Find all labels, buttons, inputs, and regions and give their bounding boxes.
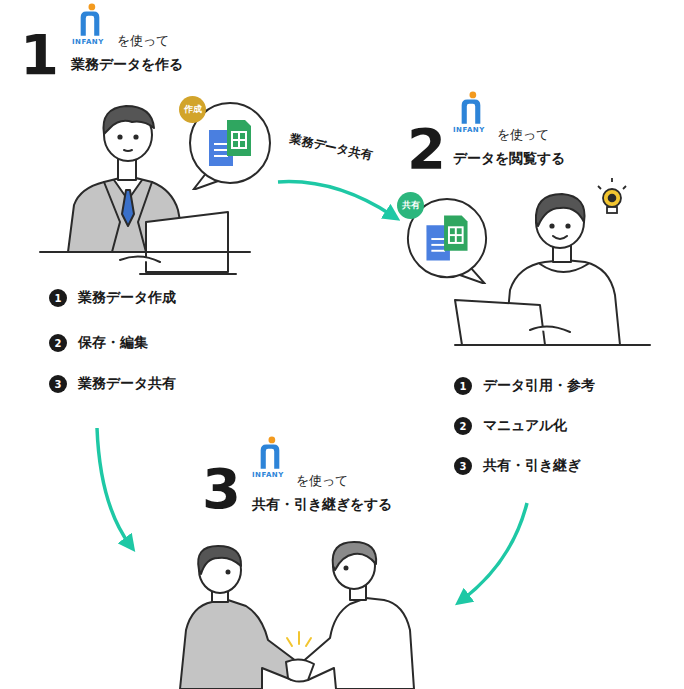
logo-text: INFANY (453, 126, 485, 134)
section-heading: データを閲覧する (453, 150, 565, 167)
lightbulb-icon (598, 178, 626, 213)
connector-label: 業務データ共有 (285, 130, 377, 165)
logo-caption: を使って (497, 127, 549, 143)
badge-label: 作成 (179, 96, 206, 123)
flow-arrow (97, 428, 130, 545)
numbered-step: 3 業務データ共有 (49, 375, 176, 393)
section-number: 3 (202, 461, 241, 517)
step-number: 1 (454, 377, 472, 395)
logo-mark (462, 92, 481, 124)
step-number: 2 (454, 417, 472, 435)
connector-arrow (278, 182, 393, 216)
badge-label: 共有 (397, 192, 424, 219)
step-text: 業務データ作成 (78, 289, 176, 307)
logo-mark (81, 4, 100, 36)
step-text: データ引用・参考 (483, 377, 595, 395)
logo-text: INFANY (72, 38, 104, 46)
speech-bubble-node: 作成 (185, 100, 275, 190)
step-number: 3 (454, 457, 472, 475)
sheet-icon (444, 216, 467, 251)
logo-text: INFANY (252, 471, 284, 479)
sheet-icon (227, 120, 251, 156)
section-heading: 業務データを作る (71, 56, 183, 73)
step-text: マニュアル化 (483, 417, 567, 435)
numbered-step: 2 マニュアル化 (454, 417, 567, 435)
logo-mark (261, 437, 280, 469)
numbered-step: 2 保存・編集 (49, 334, 148, 352)
section-number: 1 (20, 27, 59, 83)
step-number: 2 (49, 334, 67, 352)
step-number: 1 (49, 289, 67, 307)
flow-arrow (462, 503, 527, 600)
section-heading: 共有・引き継ぎをする (252, 496, 392, 513)
numbered-step: 3 共有・引き継ぎ (454, 457, 581, 475)
person-working (40, 106, 250, 274)
numbered-step: 1 業務データ作成 (49, 289, 176, 307)
sparkle (287, 632, 311, 646)
speech-bubble-node: 共有 (403, 196, 491, 284)
person-browsing (455, 194, 650, 345)
step-text: 業務データ共有 (78, 375, 176, 393)
handshake-people (180, 542, 414, 689)
step-number: 3 (49, 375, 67, 393)
step-text: 共有・引き継ぎ (483, 457, 581, 475)
step-text: 保存・編集 (78, 334, 148, 352)
numbered-step: 1 データ引用・参考 (454, 377, 595, 395)
logo-caption: を使って (296, 473, 348, 489)
section-number: 2 (407, 121, 446, 177)
logo-caption: を使って (117, 33, 169, 49)
